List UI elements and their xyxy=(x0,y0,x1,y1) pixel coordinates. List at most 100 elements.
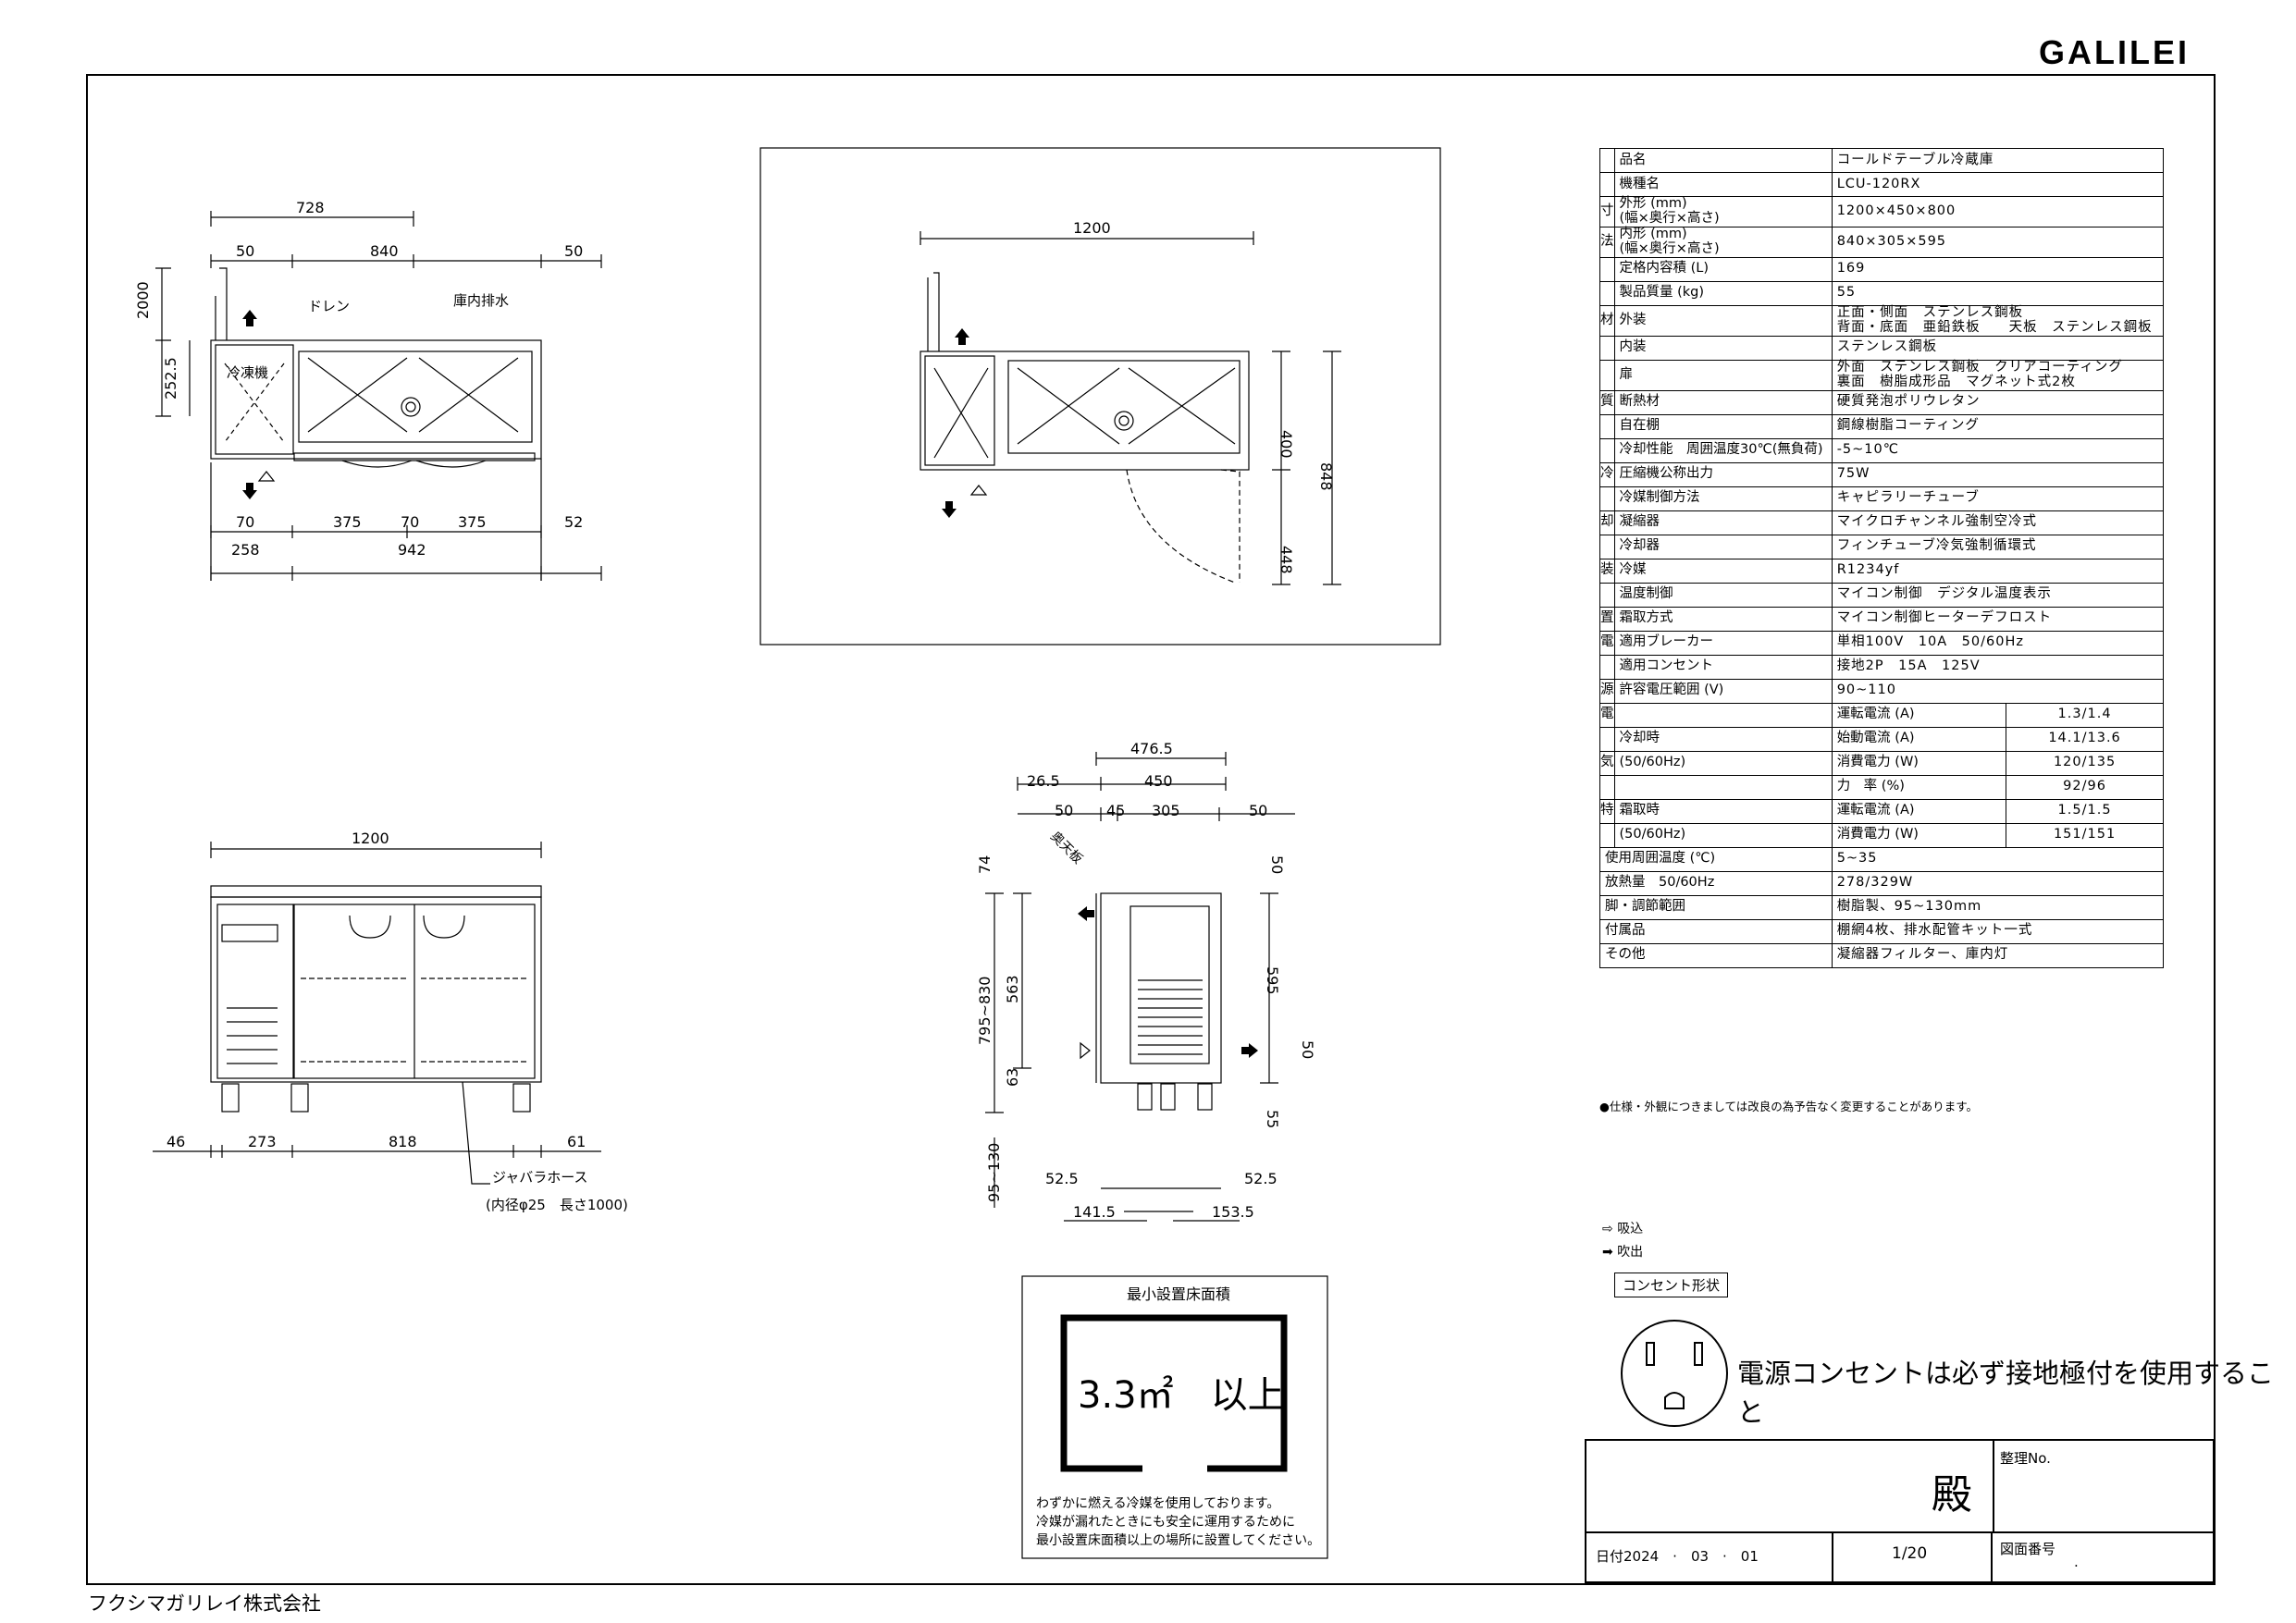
spec-value: 接地2P 15A 125V xyxy=(1831,654,2165,680)
spec-category: 装 xyxy=(1599,558,1615,584)
spec-value-line: マイクロチャンネル強制空冷式 xyxy=(1836,514,2037,530)
spec-row: 適用コンセント接地2P 15A 125V xyxy=(1599,654,2165,680)
front-dim-1200: 1200 xyxy=(352,830,389,847)
top-view-2 xyxy=(920,231,1341,585)
elec-label: 運転電流 (A) xyxy=(1831,702,2007,728)
dim-258: 258 xyxy=(231,541,260,559)
spec-row: 定格内容積 (L)169 xyxy=(1599,256,2165,282)
brand-logo: GALILEI xyxy=(2039,33,2190,71)
side-dim-153-5: 153.5 xyxy=(1212,1203,1254,1221)
exhaust-arrow-icon: ➡ xyxy=(1602,1245,1613,1260)
title-block: 殿 整理No. 日付2024 · 03 · 01 1/20 図面番号 . xyxy=(1585,1439,2215,1583)
spec-category xyxy=(1599,359,1615,391)
elec-group: 霜取時 xyxy=(1613,798,1833,824)
spec-row: 冷却器フィンチューブ冷気強制循環式 xyxy=(1599,534,2165,559)
spec-category xyxy=(1599,413,1615,439)
spec-value-line: 1200×450×800 xyxy=(1836,203,1957,218)
elec-row: 気(50/60Hz)消費電力 (W)120/135 xyxy=(1599,750,2164,776)
spec-label-line: 冷媒 xyxy=(1619,562,1647,578)
side-dim-74: 74 xyxy=(976,855,994,874)
mgmt-cell: 整理No. xyxy=(1993,1441,2213,1533)
spec-value-line: 840×305×595 xyxy=(1836,233,1947,249)
spec-value: マイクロチャンネル強制空冷式 xyxy=(1831,510,2165,535)
spec-value: マイコン制御 デジタル温度表示 xyxy=(1831,582,2165,608)
dim-50a: 50 xyxy=(236,242,254,260)
spec-category: 電 xyxy=(1599,630,1615,656)
spec-value-line: 正面・側面 ステンレス鋼板 xyxy=(1836,304,2024,320)
spec-value: R1234yf xyxy=(1831,558,2165,584)
spec-value-line: R1234yf xyxy=(1836,562,1900,578)
spec-label: 冷媒 xyxy=(1613,558,1833,584)
spec-label: 適用ブレーカー xyxy=(1613,630,1833,656)
spec-row: 自在棚鋼線樹脂コーティング xyxy=(1599,413,2165,439)
dim-252-5: 252.5 xyxy=(162,357,179,400)
side-dim-95-130: 95~130 xyxy=(985,1143,1003,1202)
spec-row: 質断熱材硬質発泡ポリウレタン xyxy=(1599,389,2165,415)
elec-label: 始動電流 (A) xyxy=(1831,726,2007,752)
spec-category xyxy=(1599,280,1615,306)
side-dim-55: 55 xyxy=(1264,1110,1281,1128)
side-dim-450: 450 xyxy=(1144,772,1173,790)
elec-row: (50/60Hz)消費電力 (W)151/151 xyxy=(1599,822,2164,848)
airflow-arrows xyxy=(242,310,1258,1058)
spec-category xyxy=(1599,582,1615,608)
drawing-frame xyxy=(86,74,2216,1585)
dim-70b: 70 xyxy=(401,513,419,531)
side-dim-50b: 50 xyxy=(1249,802,1267,819)
spec-label-line: 自在棚 xyxy=(1619,418,1660,434)
spec-category: 気 xyxy=(1599,750,1615,776)
spec-category: 電 xyxy=(1599,702,1615,728)
spec-label-line: 品名 xyxy=(1619,152,1647,167)
spec-category xyxy=(1599,822,1615,848)
legend-intake: ⇨ 吸込 xyxy=(1602,1219,1643,1237)
spec-value-line: 硬質発泡ポリウレタン xyxy=(1836,394,1981,410)
spec-label: 外装 xyxy=(1613,304,1833,337)
elec-row: 力 率 (%)92/96 xyxy=(1599,774,2164,800)
spec-value-line: 単相100V 10A 50/60Hz xyxy=(1836,634,2024,650)
scale-value: 1/20 xyxy=(1892,1544,1928,1563)
elec-label: 力 率 (%) xyxy=(1831,774,2007,800)
front-dim-46: 46 xyxy=(167,1133,185,1150)
date-value: 日付2024 · 03 · 01 xyxy=(1596,1548,1759,1565)
spec-label-line: 許容電圧範囲 (V) xyxy=(1619,682,1724,698)
side-dim-476-5: 476.5 xyxy=(1130,740,1173,757)
recipient-cell: 殿 xyxy=(1586,1441,1994,1533)
spec-value: フィンチューブ冷気強制循環式 xyxy=(1831,534,2165,559)
label-hose: ジャバラホース xyxy=(492,1169,588,1186)
spec-label-line: 扉 xyxy=(1619,366,1634,382)
floor-title: 最小設置床面積 xyxy=(1127,1285,1230,1303)
spec-label-line: 定格内容積 (L) xyxy=(1619,261,1710,277)
spec-row: 却凝縮器マイクロチャンネル強制空冷式 xyxy=(1599,510,2165,535)
spec-category xyxy=(1599,256,1615,282)
spec-value: 1200×450×800 xyxy=(1831,196,2165,227)
spec-value-line: 90~110 xyxy=(1836,682,1896,698)
spec-label-line2: (幅×奥行×高さ) xyxy=(1619,240,1720,256)
side-dim-63: 63 xyxy=(1004,1068,1021,1087)
spec-label: 放熱量 50/60Hz xyxy=(1599,870,1833,896)
spec-category: 却 xyxy=(1599,510,1615,535)
spec-category xyxy=(1599,534,1615,559)
spec-value-line2: 背面・底面 亜鉛鉄板 天板 ステンレス鋼板 xyxy=(1836,319,2153,335)
spec-label: 温度制御 xyxy=(1613,582,1833,608)
spec-label: 圧縮機公称出力 xyxy=(1613,461,1833,487)
side-dim-52-5b: 52.5 xyxy=(1244,1170,1278,1187)
elec-value: 14.1/13.6 xyxy=(2006,726,2164,752)
top-view-2-frame xyxy=(759,147,1441,646)
spec-value: 凝縮器フィルター、庫内灯 xyxy=(1831,942,2165,968)
spec-value-line2: 裏面 樹脂成形品 マグネット式2枚 xyxy=(1836,374,2076,389)
elec-group: 冷却時 xyxy=(1613,726,1833,752)
side-dim-26-5: 26.5 xyxy=(1027,772,1060,790)
spec-value: 棚網4枚、排水配管キット一式 xyxy=(1831,918,2165,944)
spec-value: 278/329W xyxy=(1831,870,2165,896)
elec-value: 120/135 xyxy=(2006,750,2164,776)
spec-value-line: 75W xyxy=(1836,466,1870,482)
front-dim-273: 273 xyxy=(248,1133,277,1150)
drawing-no-label: 図面番号 xyxy=(2000,1541,2056,1557)
elec-value: 1.5/1.5 xyxy=(2006,798,2164,824)
spec-category: 材 xyxy=(1599,304,1615,337)
spec-label-line: 温度制御 xyxy=(1619,586,1673,602)
spec-row: 内装ステンレス鋼板 xyxy=(1599,335,2165,361)
elec-row: 特霜取時運転電流 (A)1.5/1.5 xyxy=(1599,798,2164,824)
spec-label: 凝縮器 xyxy=(1613,510,1833,535)
